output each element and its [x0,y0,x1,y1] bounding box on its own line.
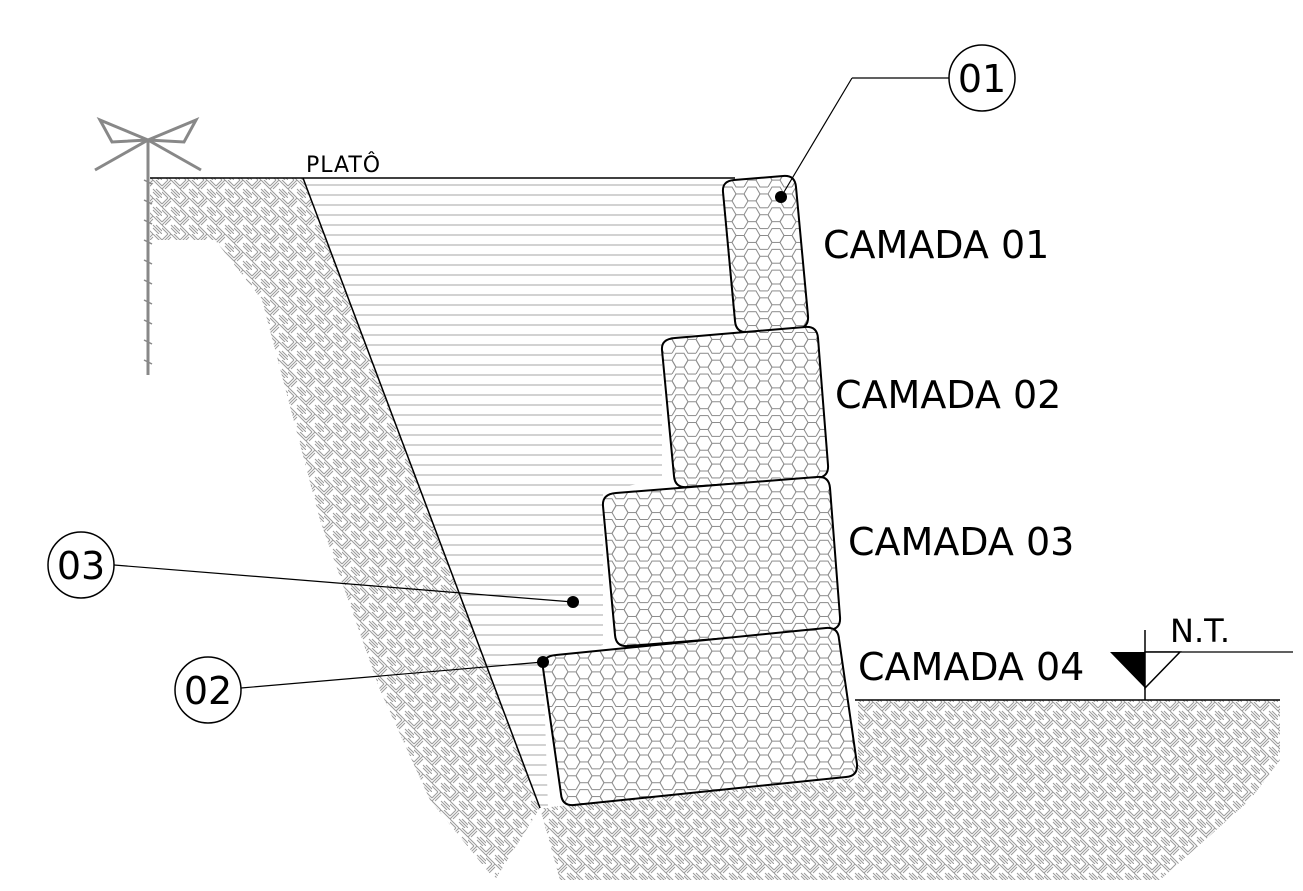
callout-03-number: 03 [57,544,105,588]
layer-label-02: CAMADA 02 [835,373,1061,417]
callout-02: 02 [174,656,549,724]
level-triangle-icon [1110,630,1182,700]
gabion-layer-02 [660,325,830,489]
callout-02-number: 02 [184,669,232,713]
callout-01: 01 [775,44,1016,203]
foundation-soil-right [540,700,1280,880]
terrain-level-label: N.T. [1170,612,1230,650]
compacted-backfill [303,178,740,808]
gabion-layer-04 [541,626,859,807]
natural-soil-left [150,178,540,880]
callout-03: 03 [47,531,579,608]
plateau-label: PLATÔ [306,152,381,178]
callout-01-number: 01 [958,57,1006,101]
excavation-slope-line [302,177,541,809]
gabion-layer-01 [721,174,810,334]
tree-icon [94,116,202,375]
layer-label-03: CAMADA 03 [848,520,1074,564]
layer-label-04: CAMADA 04 [858,645,1084,689]
layer-label-01: CAMADA 01 [823,223,1049,267]
gabion-layer-03 [601,475,842,648]
